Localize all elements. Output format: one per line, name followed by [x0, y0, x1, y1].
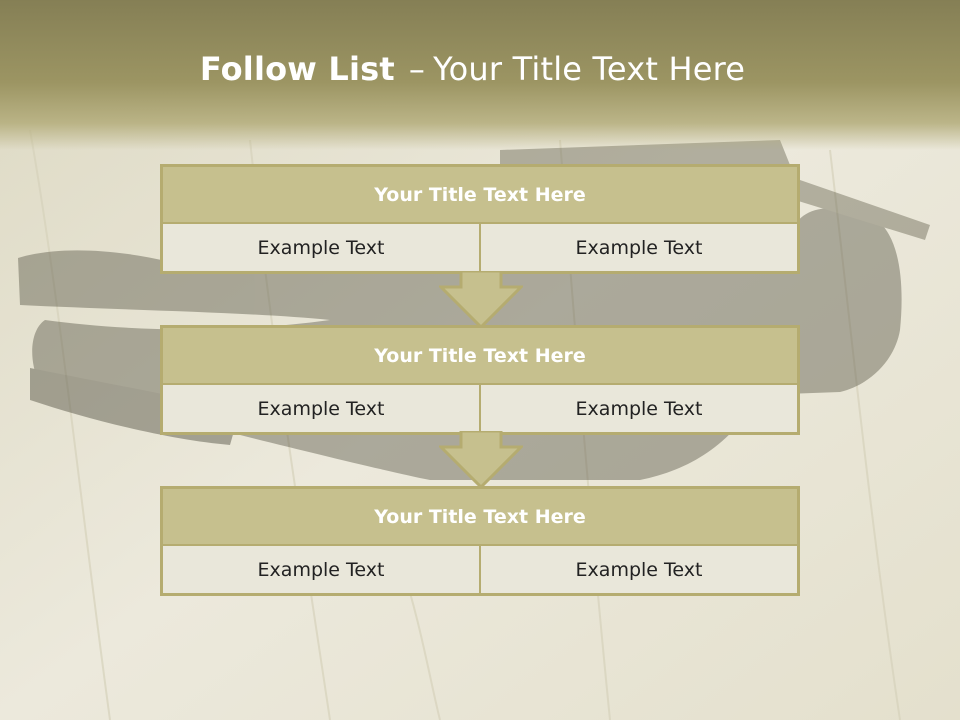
step-box-1: Your Title Text Here Example Text Exampl… — [160, 164, 800, 274]
step-title: Your Title Text Here — [163, 167, 797, 224]
title-band — [0, 0, 960, 150]
step-cell-left: Example Text — [163, 385, 479, 432]
title-bold: Follow List — [199, 50, 395, 88]
step-cell-right: Example Text — [479, 224, 797, 271]
page-title: Follow List–Your Title Text Here — [0, 50, 945, 88]
step-cell-left: Example Text — [163, 224, 479, 271]
step-box-3: Your Title Text Here Example Text Exampl… — [160, 486, 800, 596]
down-arrow-icon — [439, 431, 523, 489]
title-rest: Your Title Text Here — [433, 50, 746, 88]
step-cell-left: Example Text — [163, 546, 479, 593]
down-arrow-icon — [439, 271, 523, 329]
step-cell-right: Example Text — [479, 385, 797, 432]
step-box-2: Your Title Text Here Example Text Exampl… — [160, 325, 800, 435]
step-title: Your Title Text Here — [163, 489, 797, 546]
title-separator: – — [408, 50, 426, 88]
step-title: Your Title Text Here — [163, 328, 797, 385]
step-cell-right: Example Text — [479, 546, 797, 593]
